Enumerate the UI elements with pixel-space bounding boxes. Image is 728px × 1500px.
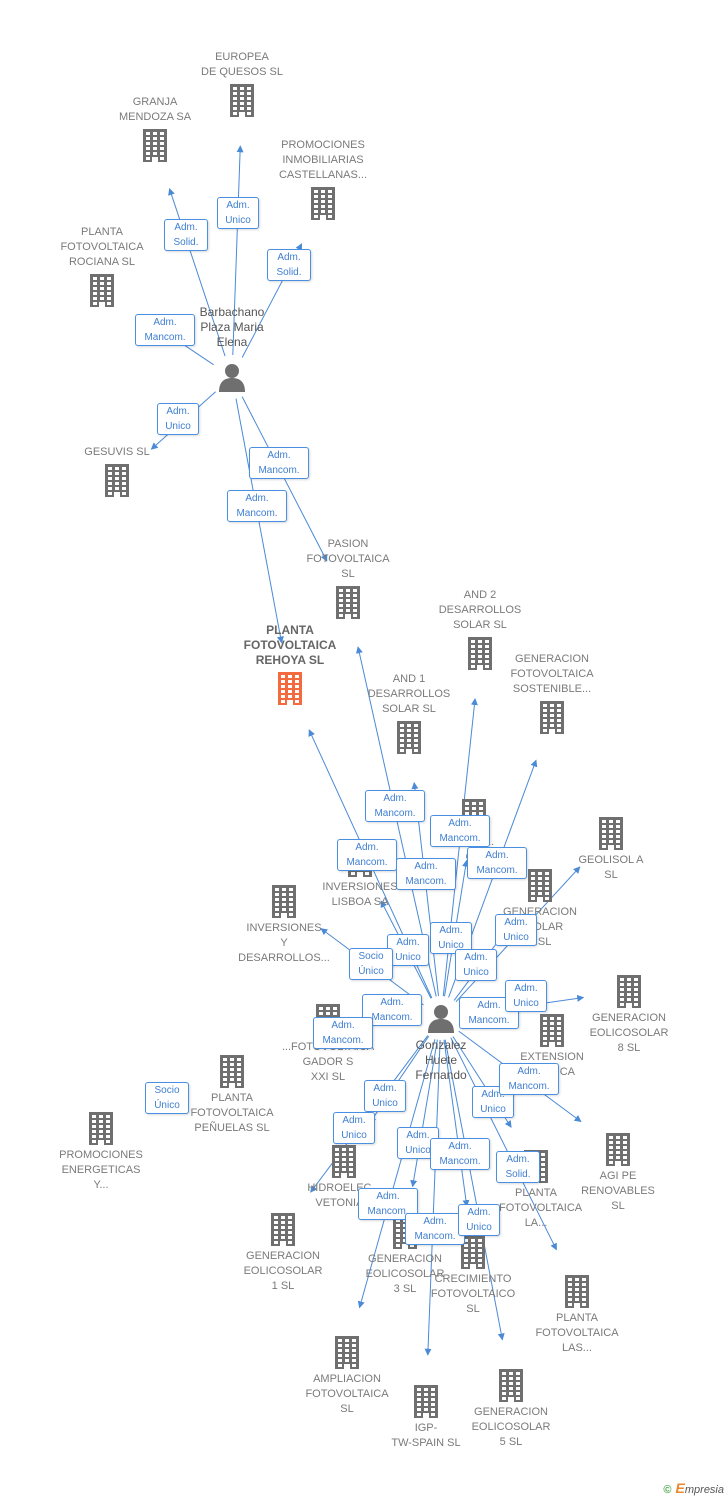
- company-label-planta_la[interactable]: PLANTA ...FOTOVOLTAICA LA...: [489, 1187, 583, 1229]
- role-badge[interactable]: Adm. Unico: [505, 980, 547, 1012]
- building-icon[interactable]: [603, 1132, 633, 1171]
- company-label-gen_sost[interactable]: GENERACION FOTOVOLTAICA SOSTENIBLE...: [510, 653, 594, 695]
- company-label-rehoya[interactable]: PLANTA FOTOVOLTAICA REHOYA SL: [243, 623, 337, 667]
- role-badge[interactable]: Adm. Unico: [430, 922, 472, 954]
- building-icon[interactable]: [333, 585, 363, 624]
- edge-p1-c_granja: [168, 188, 226, 357]
- company-label-gesuvis[interactable]: GESUVIS SL: [84, 446, 150, 458]
- company-label-prom_energ[interactable]: PROMOCIONES ENERGETICAS Y...: [59, 1149, 143, 1191]
- company-label-inv_des[interactable]: INVERSIONES Y DESARROLLOS...: [238, 922, 330, 964]
- role-badge[interactable]: Socio Único: [349, 948, 393, 980]
- role-badge[interactable]: Adm. Unico: [455, 949, 497, 981]
- role-badge[interactable]: Adm. Mancom.: [227, 490, 287, 522]
- role-badge[interactable]: Adm. Unico: [458, 1204, 500, 1236]
- edge-p1-c_europea: [232, 145, 244, 356]
- building-icon[interactable]: [614, 974, 644, 1013]
- company-label-europea[interactable]: EUROPEA DE QUESOS SL: [201, 51, 283, 78]
- edge-p2-c_crecimiento: [443, 1039, 470, 1208]
- company-label-promo_inmo[interactable]: PROMOCIONES INMOBILIARIAS CASTELLANAS...: [278, 139, 368, 181]
- company-label-eol3[interactable]: GENERACION EOLICOSOLAR 3 SL: [365, 1253, 445, 1295]
- role-badge[interactable]: Adm. Mancom.: [467, 847, 527, 879]
- role-badge[interactable]: Adm. Solid.: [164, 219, 208, 251]
- edge-p2-c_eol5: [444, 1039, 505, 1341]
- company-label-eol1[interactable]: GENERACION EOLICOSOLAR 1 SL: [243, 1250, 323, 1292]
- role-badge[interactable]: Adm. Unico: [472, 1086, 514, 1118]
- company-label-igp[interactable]: IGP- TW-SPAIN SL: [391, 1422, 461, 1449]
- building-icon[interactable]: [275, 671, 305, 710]
- company-label-planta_las[interactable]: PLANTA FOTOVOLTAICA LAS...: [535, 1312, 619, 1354]
- role-badge[interactable]: Adm. Mancom.: [430, 1138, 490, 1170]
- person-label-p2[interactable]: Gonzalez Huete Fernando: [415, 1038, 467, 1082]
- role-badge[interactable]: Adm. Mancom.: [405, 1213, 465, 1245]
- role-badge[interactable]: Socio Único: [145, 1082, 189, 1114]
- company-label-rociana[interactable]: PLANTA FOTOVOLTAICA ROCIANA SL: [60, 226, 144, 268]
- building-icon[interactable]: [525, 868, 555, 907]
- role-badge[interactable]: Adm. Mancom.: [135, 314, 195, 346]
- building-icon[interactable]: [458, 1235, 488, 1274]
- role-badge[interactable]: Adm. Solid.: [496, 1151, 540, 1183]
- company-label-pasion[interactable]: PASION FOTOVOLTAICA SL: [306, 538, 390, 580]
- company-label-crecimiento[interactable]: CRECIMIENTO FOTOVOLTAICO SL: [430, 1273, 516, 1315]
- company-label-penuelas[interactable]: PLANTA FOTOVOLTAICA PEÑUELAS SL: [190, 1092, 274, 1134]
- building-icon[interactable]: [86, 1111, 116, 1150]
- company-label-eol8[interactable]: GENERACION EOLICOSOLAR 8 SL: [589, 1012, 669, 1054]
- building-icon[interactable]: [217, 1054, 247, 1093]
- building-icon[interactable]: [227, 83, 257, 122]
- role-badge[interactable]: Adm. Mancom.: [337, 839, 397, 871]
- role-badge[interactable]: Adm. Solid.: [267, 249, 311, 281]
- company-label-granja[interactable]: GRANJA MENDOZA SA: [118, 96, 192, 123]
- role-badge[interactable]: Adm. Unico: [387, 934, 429, 966]
- edge-p2-c_igp: [424, 1039, 441, 1356]
- building-icon[interactable]: [140, 128, 170, 167]
- brand-initial: E: [675, 1480, 685, 1496]
- building-icon[interactable]: [102, 463, 132, 502]
- role-badge[interactable]: Adm. Mancom.: [396, 858, 456, 890]
- building-icon[interactable]: [465, 636, 495, 675]
- building-icon[interactable]: [411, 1384, 441, 1423]
- building-icon[interactable]: [87, 273, 117, 312]
- building-icon[interactable]: [268, 1212, 298, 1251]
- edge-p2-c_ampliacion: [357, 1039, 436, 1309]
- person-icon[interactable]: [426, 1003, 456, 1038]
- role-badge[interactable]: Adm. Mancom.: [249, 447, 309, 479]
- person-label-p1[interactable]: Barbachano Plaza Maria Elena: [199, 305, 265, 349]
- company-label-lisboa[interactable]: INVERSIONES LISBOA SA: [322, 881, 398, 908]
- role-badge[interactable]: Adm. Unico: [364, 1080, 406, 1112]
- role-badge[interactable]: Adm. Unico: [495, 914, 537, 946]
- company-label-and2[interactable]: AND 2 DESARROLLOS SOLAR SL: [438, 589, 522, 631]
- brand-name: mpresia: [684, 1484, 724, 1496]
- building-icon[interactable]: [269, 884, 299, 923]
- company-label-and1[interactable]: AND 1 DESARROLLOS SOLAR SL: [367, 673, 451, 715]
- brand-footer: ©Empresia: [663, 1480, 724, 1496]
- building-icon[interactable]: [596, 816, 626, 855]
- company-label-eol5[interactable]: GENERACION EOLICOSOLAR 5 SL: [471, 1406, 551, 1448]
- role-badge[interactable]: Adm. Unico: [217, 197, 259, 229]
- company-label-geolisol[interactable]: GEOLISOL A SL: [578, 854, 644, 881]
- building-icon[interactable]: [308, 186, 338, 225]
- company-label-gen_solar[interactable]: GENERACION ...SOLAR ...SL: [503, 906, 577, 948]
- role-badge[interactable]: Adm. Mancom.: [365, 790, 425, 822]
- role-badge[interactable]: Adm. Mancom.: [499, 1063, 559, 1095]
- edge-p2-c_planta_las: [450, 1037, 557, 1251]
- building-icon[interactable]: [562, 1274, 592, 1313]
- company-label-agi[interactable]: AGI PE RENOVABLES SL: [581, 1170, 655, 1212]
- role-badge[interactable]: Adm. Unico: [157, 403, 199, 435]
- building-icon[interactable]: [329, 1144, 359, 1183]
- building-icon[interactable]: [332, 1335, 362, 1374]
- role-badge[interactable]: Adm. Mancom.: [313, 1017, 373, 1049]
- building-icon[interactable]: [496, 1368, 526, 1407]
- building-icon[interactable]: [537, 700, 567, 739]
- building-icon[interactable]: [394, 720, 424, 759]
- company-label-ampliacion[interactable]: AMPLIACION FOTOVOLTAICA SL: [305, 1373, 389, 1415]
- role-badge[interactable]: Adm. Unico: [333, 1112, 375, 1144]
- edge-p2-c_eol3: [410, 1039, 438, 1188]
- copyright-icon: ©: [663, 1484, 672, 1496]
- person-icon[interactable]: [217, 362, 247, 397]
- role-badge[interactable]: Adm. Mancom.: [430, 815, 490, 847]
- building-icon[interactable]: [537, 1013, 567, 1052]
